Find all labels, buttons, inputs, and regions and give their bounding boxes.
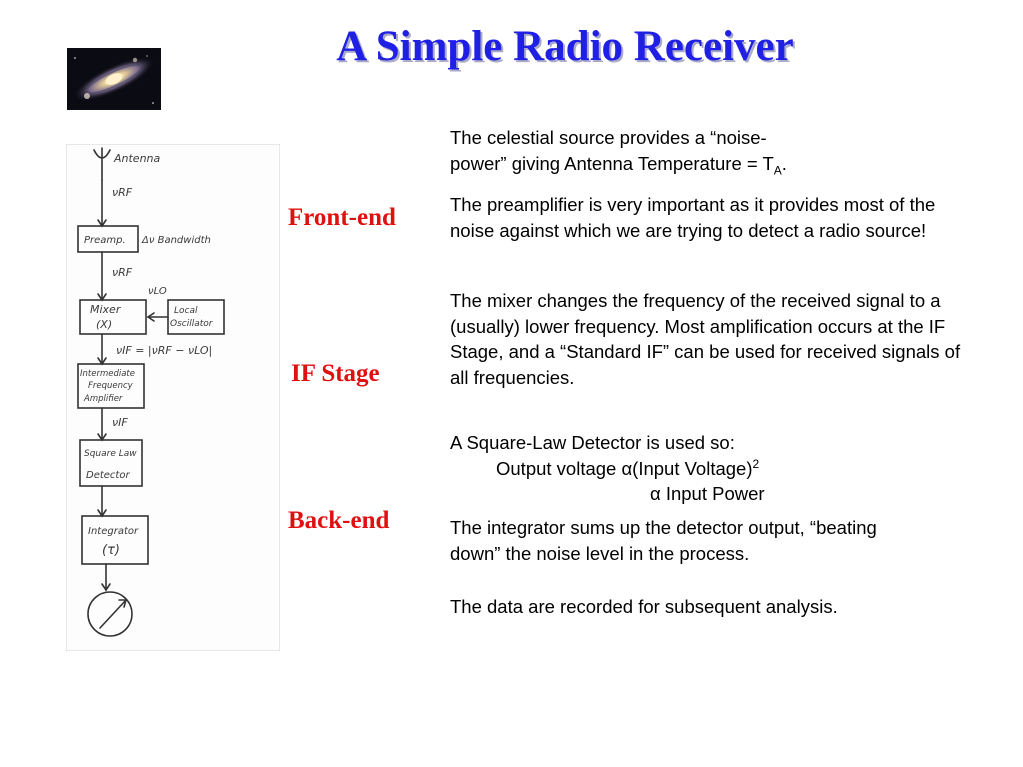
detector-line-2: Output voltage α(Input Voltage)2 — [496, 456, 760, 479]
antenna-icon — [93, 147, 111, 181]
diagram-detector-label: Detector — [86, 470, 130, 481]
diagram-nu-lo-label: νLO — [148, 286, 167, 297]
detector-line-1: A Square-Law Detector is used so: — [450, 432, 735, 453]
data-recorded-description: The data are recorded for subsequent ana… — [450, 596, 838, 617]
meter-icon — [87, 591, 133, 637]
diagram-integrator-label: Integrator — [88, 526, 139, 537]
stage-label-back-end: Back-end — [288, 507, 390, 534]
mixer-box — [79, 299, 147, 335]
diagram-local-label: Local — [174, 306, 198, 316]
diagram-nu-if-label: νIF — [112, 416, 128, 429]
diagram-mixer-label: Mixer — [90, 303, 122, 316]
diagram-oscillator-label: Oscillator — [170, 319, 214, 329]
diagram-tau-label: (τ) — [102, 543, 120, 558]
if-amplifier-box — [77, 363, 145, 409]
diagram-bandwidth-label: Δν Bandwidth — [141, 235, 211, 246]
diagram-square-law-label: Square Law — [84, 449, 137, 459]
receiver-block-diagram: Antenna νRF Preamp. Δν Bandwidth νRF νLO… — [66, 144, 280, 651]
galaxy-image — [67, 48, 161, 110]
diagram-preamp-label: Preamp. — [84, 235, 126, 246]
celestial-source-description: The celestial source provides a “noise-p… — [450, 127, 787, 178]
diagram-if-amp-line2: Frequency — [88, 381, 134, 391]
square-law-detector-box — [79, 439, 143, 487]
stage-label-front-end: Front-end — [288, 204, 396, 231]
preamplifier-description: The preamplifier is very important as it… — [450, 194, 936, 241]
diagram-nu-if-equation: νIF = |νRF − νLO| — [116, 344, 212, 357]
diagram-if-amp-line1: Intermediate — [80, 369, 135, 379]
detector-line-3: α Input Power — [650, 483, 765, 505]
mixer-description: The mixer changes the frequency of the r… — [450, 290, 961, 389]
integrator-box — [81, 515, 149, 565]
diagram-if-amp-line3: Amplifier — [83, 394, 123, 404]
diagram-nu-rf-2-label: νRF — [112, 266, 133, 279]
diagram-antenna-label: Antenna — [113, 152, 161, 165]
integrator-description: The integrator sums up the detector outp… — [450, 517, 877, 564]
detector-description: A Square-Law Detector is used so: Output… — [450, 430, 970, 507]
diagram-mixer-symbol: (X) — [96, 318, 112, 331]
diagram-nu-rf-label: νRF — [112, 186, 133, 199]
preamp-box — [77, 225, 139, 253]
page-title: A Simple Radio Receiver — [336, 23, 794, 70]
stage-label-if-stage: IF Stage — [291, 360, 380, 387]
